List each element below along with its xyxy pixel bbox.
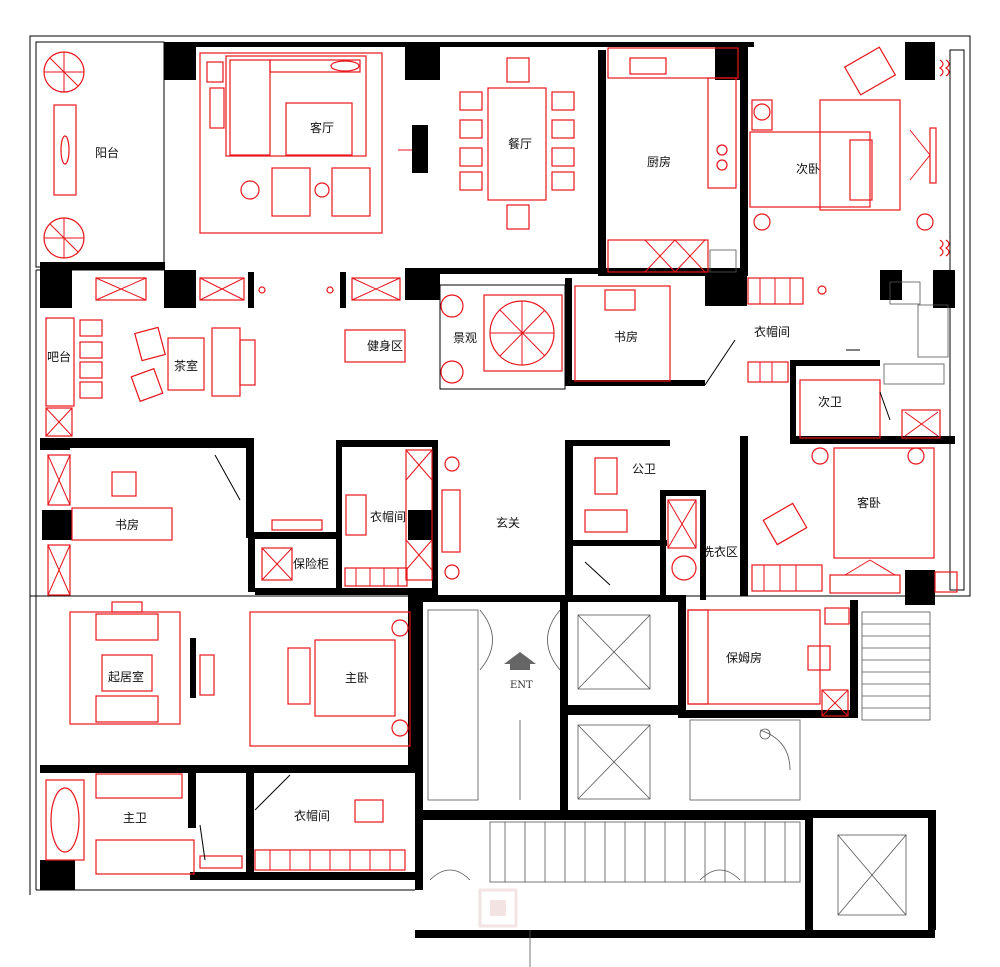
door-swing-icon — [759, 729, 791, 771]
label-cloakroom-middle: 衣帽间 — [370, 509, 406, 524]
center-cloakroom-furniture — [261, 449, 461, 587]
label-cloakroom-lower: 衣帽间 — [294, 808, 330, 823]
guest-bedroom-furniture — [751, 447, 958, 594]
entrance-label: ENT — [510, 680, 533, 691]
dining-furniture — [459, 57, 575, 230]
stair-icon — [489, 821, 801, 883]
label-nanny-room: 保姆房 — [726, 650, 762, 665]
label-public-bath: 公卫 — [632, 462, 656, 476]
public-bath-fixtures — [584, 457, 697, 586]
room-labels: 阳台 客厅 餐厅 厨房 次卧 吧台 茶室 健身区 景观 书房 衣帽间 次卫 书房… — [47, 120, 881, 825]
door-swing-icon — [429, 869, 741, 881]
label-study-left: 书房 — [115, 517, 139, 532]
label-master-bedroom: 主卧 — [345, 671, 369, 685]
label-bar: 吧台 — [47, 349, 71, 364]
label-living-room: 客厅 — [310, 120, 334, 135]
label-safe: 保险柜 — [293, 556, 329, 571]
entrance-marker: ENT — [504, 652, 536, 691]
label-guest-bedroom: 客卧 — [857, 495, 881, 510]
radiator-icon — [938, 59, 950, 77]
label-tea-room: 茶室 — [174, 358, 198, 373]
lower-cloakroom-furniture — [254, 774, 406, 871]
door-swing-icon — [479, 609, 561, 671]
living-room-furniture — [199, 52, 428, 234]
sitting-room-furniture — [69, 601, 215, 725]
tea-room-furniture — [45, 277, 406, 437]
label-landscape: 景观 — [453, 331, 477, 345]
label-second-bath: 次卫 — [818, 395, 842, 409]
label-master-bath: 主卫 — [123, 811, 147, 825]
watermark-logo — [478, 888, 518, 928]
left-study-furniture — [47, 454, 241, 596]
label-balcony: 阳台 — [95, 145, 119, 160]
nanny-room-furniture — [687, 607, 850, 717]
stair-icon — [861, 611, 931, 721]
entrance-arrow-icon — [504, 652, 536, 670]
master-bedroom-furniture — [249, 611, 411, 747]
landscape-area — [439, 284, 566, 390]
master-bath-fixtures — [45, 773, 243, 875]
label-dining-room: 餐厅 — [508, 136, 532, 151]
label-laundry: 洗衣区 — [702, 544, 738, 559]
second-bedroom-furniture — [749, 46, 950, 257]
building-core — [427, 609, 931, 967]
walls — [40, 42, 955, 938]
label-cloakroom-upper: 衣帽间 — [754, 324, 790, 339]
balcony — [43, 51, 85, 259]
label-sitting-room: 起居室 — [108, 669, 144, 684]
upper-study-furniture — [574, 277, 949, 386]
label-foyer: 玄关 — [496, 515, 520, 530]
label-kitchen: 厨房 — [647, 154, 671, 169]
label-second-bedroom: 次卧 — [796, 162, 820, 176]
radiator-icon — [938, 239, 950, 257]
label-gym: 健身区 — [367, 338, 403, 353]
label-study-upper: 书房 — [614, 329, 638, 344]
second-bath-fixtures — [799, 349, 941, 439]
kitchen-furniture — [607, 47, 739, 273]
